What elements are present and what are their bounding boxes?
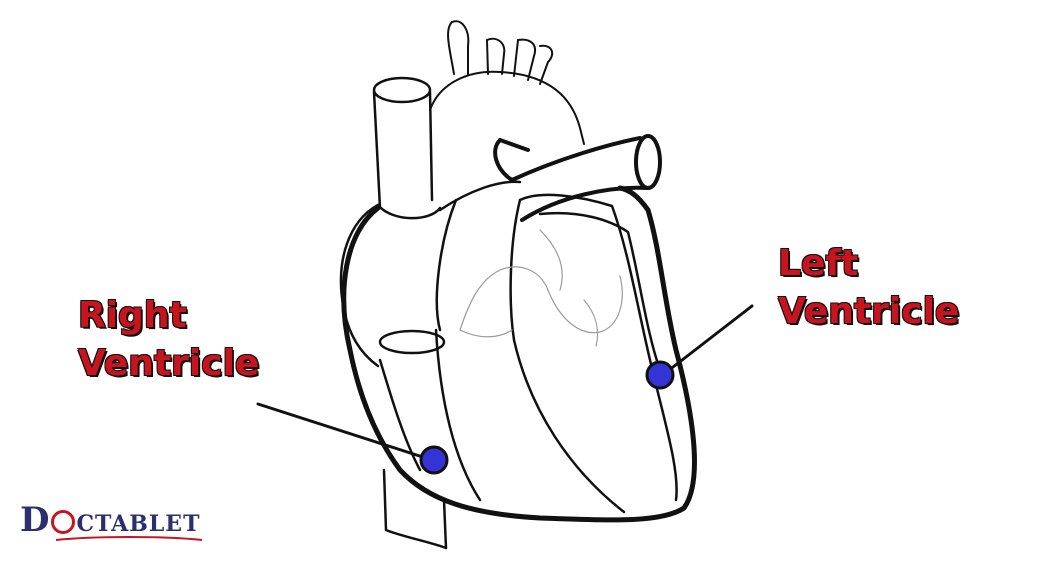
right-ventricle-label-line2: Ventricle [78,343,260,384]
right-ventricle-dot [419,445,449,475]
superior-vena-cava [372,76,442,220]
aortic-arch [429,20,585,145]
valve-lines [459,229,623,347]
logo-swash-icon [55,536,203,541]
inferior-vena-cava [382,468,448,550]
logo-rest: CTABLET [76,511,201,537]
left-ventricle-pointer-line [662,304,754,376]
left-ventricle-label-line1: Left [778,243,859,284]
heart-outline [341,185,697,523]
doctablet-logo: D CTABLET [20,500,203,541]
right-ventricle-label: Right Ventricle [78,292,259,388]
left-ventricle-label-line2: Ventricle [778,291,960,332]
left-ventricle-dot [645,360,675,390]
right-atrium [339,203,446,368]
inner-walls [378,180,678,514]
right-ventricle-pointer-line [256,402,434,462]
right-ventricle-label-line1: Right [78,295,187,336]
logo-first-letter: D [20,500,51,540]
pulmonary-trunk [493,134,662,222]
logo-o-ring-icon [51,510,76,534]
left-ventricle-label: Left Ventricle [778,240,959,336]
